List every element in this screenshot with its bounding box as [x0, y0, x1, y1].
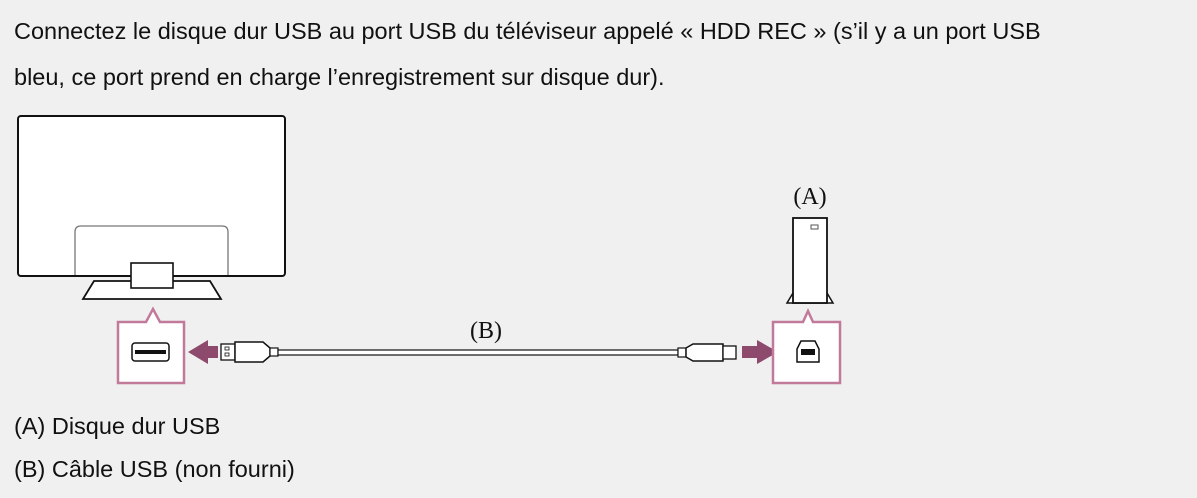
arrow-left-icon [188, 340, 218, 364]
hard-drive-icon [785, 217, 835, 304]
label-a: (A) [793, 184, 826, 210]
instruction-line-1: Connectez le disque dur USB au port USB … [14, 18, 1041, 44]
usb-b-port-icon [796, 340, 820, 363]
legend-item-a: (A) Disque dur USB [14, 413, 221, 439]
legend-item-b: (B) Câble USB (non fourni) [14, 456, 295, 482]
label-b: (B) [470, 318, 502, 344]
usb-a-plug-icon [220, 341, 279, 363]
usb-a-port-icon [131, 342, 170, 362]
tv-icon [17, 115, 286, 300]
instruction-line-2: bleu, ce port prend en charge l’enregist… [14, 64, 665, 90]
instruction-paragraph: Connectez le disque dur USB au port USB … [14, 8, 1197, 100]
arrow-right-icon [742, 340, 778, 364]
hdd-usb-port-callout [771, 307, 842, 385]
usb-cable-icon [277, 349, 679, 356]
connection-diagram: (B) (A) [0, 100, 1197, 400]
tv-usb-port-callout [116, 306, 186, 385]
usb-b-plug-icon [677, 343, 737, 362]
legend: (A) Disque dur USB (B) Câble USB (non fo… [14, 405, 295, 491]
